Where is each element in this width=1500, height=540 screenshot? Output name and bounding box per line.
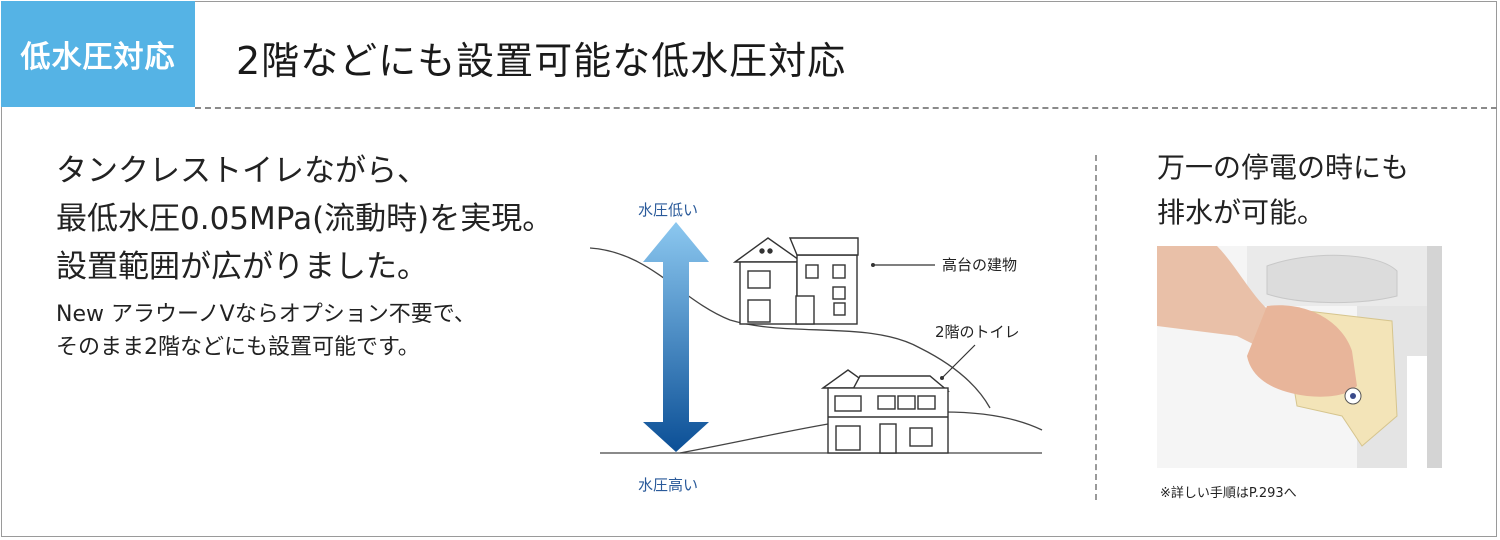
hill-contour bbox=[590, 247, 991, 409]
power-outage-line: 排水が可能。 bbox=[1157, 196, 1326, 229]
reference-note: ※詳しい手順はP.293へ bbox=[1160, 486, 1297, 501]
hilltop-house-icon bbox=[732, 237, 859, 325]
low-pressure-label: 水圧低い bbox=[638, 201, 698, 219]
sub-text: New アラウーノVならオプション不要で、 そのまま2階などにも設置可能です。 bbox=[56, 298, 476, 364]
high-pressure-label: 水圧高い bbox=[638, 476, 698, 494]
sub-line: New アラウーノVならオプション不要で、 bbox=[56, 302, 476, 327]
lead-line: 最低水圧0.05MPa(流動時)を実現。 bbox=[56, 201, 554, 237]
callout-hill-label: 高台の建物 bbox=[942, 256, 1017, 274]
sub-line: そのまま2階などにも設置可能です。 bbox=[56, 335, 420, 360]
lower-house-icon bbox=[820, 369, 950, 454]
lead-text: タンクレストイレながら、 最低水圧0.05MPa(流動時)を実現。 設置範囲が広… bbox=[56, 147, 553, 291]
power-outage-heading: 万一の停電の時にも 排水が可能。 bbox=[1157, 145, 1409, 235]
callout-toilet-label: 2階のトイレ bbox=[935, 323, 1020, 341]
category-badge: 低水圧対応 bbox=[1, 1, 195, 107]
pressure-arrow-icon bbox=[643, 222, 709, 452]
page-title: 2階などにも設置可能な低水圧対応 bbox=[236, 39, 847, 83]
water-pressure-diagram: 高台の建物 2階のトイレ 水圧低い 水圧高い bbox=[590, 201, 1043, 494]
lead-line: 設置範囲が広がりました。 bbox=[56, 249, 428, 285]
power-outage-line: 万一の停電の時にも bbox=[1157, 151, 1410, 184]
manual-flush-photo bbox=[1157, 246, 1442, 468]
column-divider bbox=[1095, 155, 1097, 500]
hand-lever-image bbox=[1157, 246, 1442, 468]
header-divider bbox=[195, 107, 1497, 109]
callout-toilet-line bbox=[941, 344, 976, 379]
lead-line: タンクレストイレながら、 bbox=[56, 153, 428, 189]
